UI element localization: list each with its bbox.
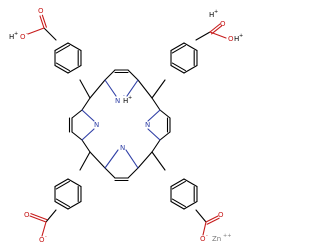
bond-line: [55, 198, 70, 208]
bond-line: [71, 109, 83, 119]
bond-line: [39, 15, 45, 29]
bond-line: [81, 139, 91, 153]
bond-line: [206, 217, 220, 225]
bond-line: [126, 79, 139, 97]
bond-line: [183, 178, 198, 188]
atom-o-tl-single: O: [20, 33, 26, 41]
bond-line: [104, 79, 117, 97]
bond-line: [55, 62, 70, 72]
bond-line: [67, 42, 82, 52]
bond-line: [81, 97, 91, 111]
atom-n-right: N: [145, 121, 150, 129]
bond-line: [104, 167, 116, 179]
atom-o-bl-single: O: [39, 236, 45, 244]
charge-h-tr-b: +: [239, 33, 243, 39]
bond-line: [81, 109, 95, 122]
bond-line: [125, 149, 139, 169]
bond-line: [170, 200, 185, 210]
bond-line: [171, 180, 186, 190]
bond-lines: [27, 14, 227, 237]
bond-line: [55, 44, 70, 54]
bond-line: [137, 151, 153, 169]
bond-line: [159, 109, 171, 119]
charge-o-bl: -: [45, 234, 47, 240]
bond-line: [209, 23, 221, 33]
atom-o-br-single: O: [200, 235, 206, 243]
bond-line: [29, 215, 47, 223]
atom-o-tr-single: O: [228, 35, 234, 43]
bond-line: [41, 14, 47, 28]
bond-line: [127, 69, 139, 81]
bond-line: [71, 131, 83, 141]
charge-zn: ++: [223, 233, 231, 239]
bond-line: [147, 109, 161, 122]
bond-line: [137, 79, 153, 99]
bond-line: [89, 79, 106, 99]
bond-line: [171, 62, 186, 72]
atom-o-br-double: O: [218, 211, 224, 219]
atom-o-bl-double: O: [24, 211, 30, 219]
bond-line: [171, 44, 186, 54]
bond-line: [79, 151, 91, 171]
bond-line: [67, 64, 82, 74]
atom-h-tl: H: [9, 33, 14, 41]
bond-line: [55, 180, 70, 190]
bond-line: [202, 221, 207, 236]
bond-line: [104, 149, 119, 169]
bond-line: [151, 151, 166, 171]
charge-o-br: -: [206, 233, 208, 239]
atom-h-tr-a: H: [209, 11, 214, 19]
charge-n-top: +: [128, 95, 132, 101]
bond-line: [27, 27, 45, 35]
bond-line: [147, 128, 161, 141]
bond-line: [171, 198, 186, 208]
atom-n-top: N: [115, 97, 120, 105]
bond-line: [54, 64, 69, 74]
bond-line: [151, 79, 166, 99]
bond-line: [54, 178, 69, 188]
charge-o-tl: -: [26, 31, 28, 37]
charge-h-tl: +: [14, 31, 18, 37]
bond-line: [54, 42, 69, 52]
charge-h-tr-a: +: [214, 9, 218, 15]
bond-line: [209, 31, 227, 39]
atom-n-bottom: N: [120, 144, 125, 152]
bond-line: [67, 178, 82, 188]
atom-zn: Zn: [212, 235, 221, 243]
bond-line: [195, 209, 207, 223]
bond-line: [127, 167, 139, 179]
bond-line: [170, 178, 185, 188]
bond-line: [89, 151, 106, 169]
atom-h-top: H: [123, 97, 128, 105]
bond-line: [79, 79, 91, 99]
atom-o-tl-double: O: [38, 7, 44, 15]
bond-line: [45, 209, 57, 223]
bond-line: [205, 215, 219, 223]
atom-o-tr-double: O: [220, 20, 226, 28]
bond-line: [104, 69, 116, 81]
bond-line: [54, 200, 69, 210]
bond-line: [183, 42, 198, 52]
atom-h-tr-b: H: [234, 35, 239, 43]
bond-line: [183, 200, 198, 210]
bond-line: [151, 97, 161, 111]
charge-n-top-minus: -: [123, 93, 125, 99]
bond-line: [159, 131, 171, 141]
bond-line: [170, 42, 185, 52]
bond-line: [211, 25, 223, 35]
porphyrin-structure-diagram: N H + - N N N H + O - O H + O O H + O O …: [9, 7, 243, 244]
bond-line: [41, 221, 47, 237]
bond-line: [195, 31, 211, 41]
bond-line: [170, 64, 185, 74]
bond-line: [67, 200, 82, 210]
bond-line: [183, 64, 198, 74]
bond-line: [151, 139, 161, 153]
bond-line: [81, 128, 95, 141]
bond-line: [30, 213, 48, 221]
bond-line: [43, 27, 57, 41]
atom-n-left: N: [94, 121, 99, 129]
